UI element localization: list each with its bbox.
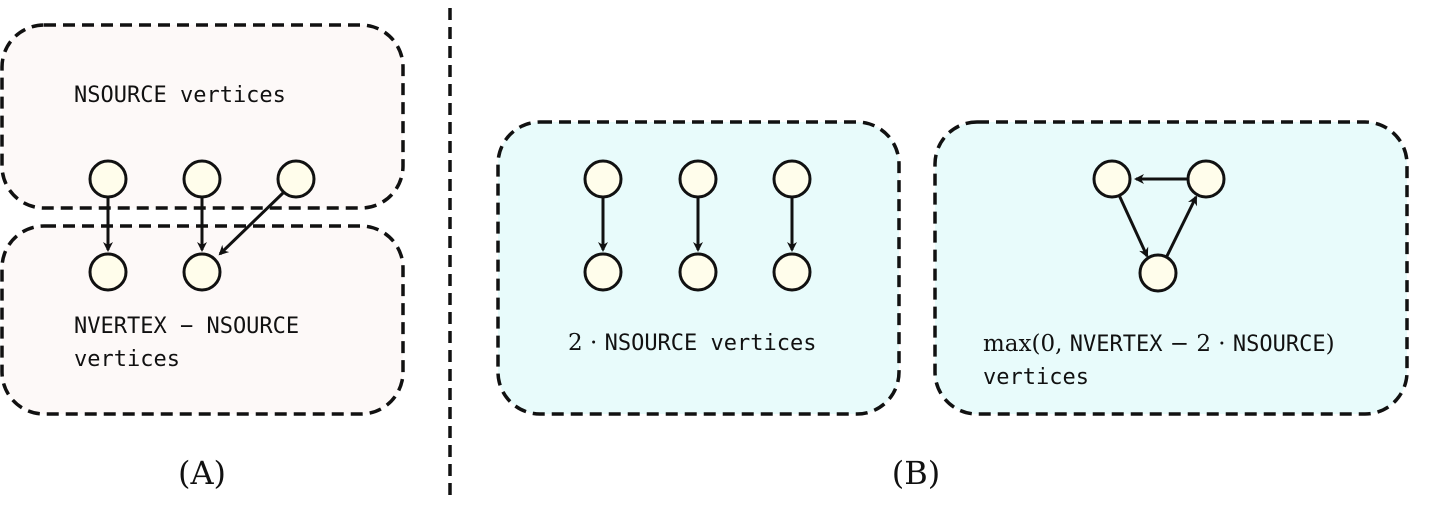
pairs-box-label: 2 · NSOURCE vertices (568, 330, 817, 356)
cycle-box-label-line1: max(0, NVERTEX − 2 · NSOURCE) (983, 331, 1335, 357)
cycle-node-1 (1092, 159, 1132, 199)
edge-cycle-2 (1117, 194, 1149, 258)
edge-a3 (218, 191, 285, 256)
target-node-2 (182, 252, 222, 292)
source-node-2 (182, 159, 222, 199)
cycle-label-mono2: NSOURCE (1233, 332, 1326, 357)
cycle-label-suffix: ) (1326, 331, 1335, 357)
pairs-label-mono: NSOURCE vertices (605, 331, 817, 356)
source-node-3 (276, 159, 316, 199)
cycle-label-mono1: NVERTEX (1070, 332, 1163, 357)
source-box-label: NSOURCE vertices (74, 83, 286, 108)
caption-a: (A) (178, 454, 226, 492)
source-node-1 (88, 159, 128, 199)
cycle-label-mid: − 2 · (1162, 331, 1232, 357)
pair-node-top-2 (678, 159, 718, 199)
pairs-label-prefix: 2 · (568, 330, 605, 356)
pair-node-top-3 (772, 159, 812, 199)
cycle-node-3 (1138, 253, 1178, 293)
target-box-label-line2: vertices (74, 347, 180, 372)
caption-b: (B) (892, 454, 940, 492)
pair-node-bottom-3 (772, 252, 812, 292)
cycle-label-prefix: max(0, (983, 331, 1070, 357)
pair-node-bottom-2 (678, 252, 718, 292)
target-box-label-line1: NVERTEX − NSOURCE (74, 314, 299, 339)
pair-node-top-1 (583, 159, 623, 199)
cycle-node-2 (1186, 159, 1226, 199)
edge-cycle-3 (1165, 195, 1198, 257)
pair-node-bottom-1 (583, 252, 623, 292)
cycle-box-label-line2: vertices (983, 365, 1089, 390)
target-node-1 (88, 252, 128, 292)
